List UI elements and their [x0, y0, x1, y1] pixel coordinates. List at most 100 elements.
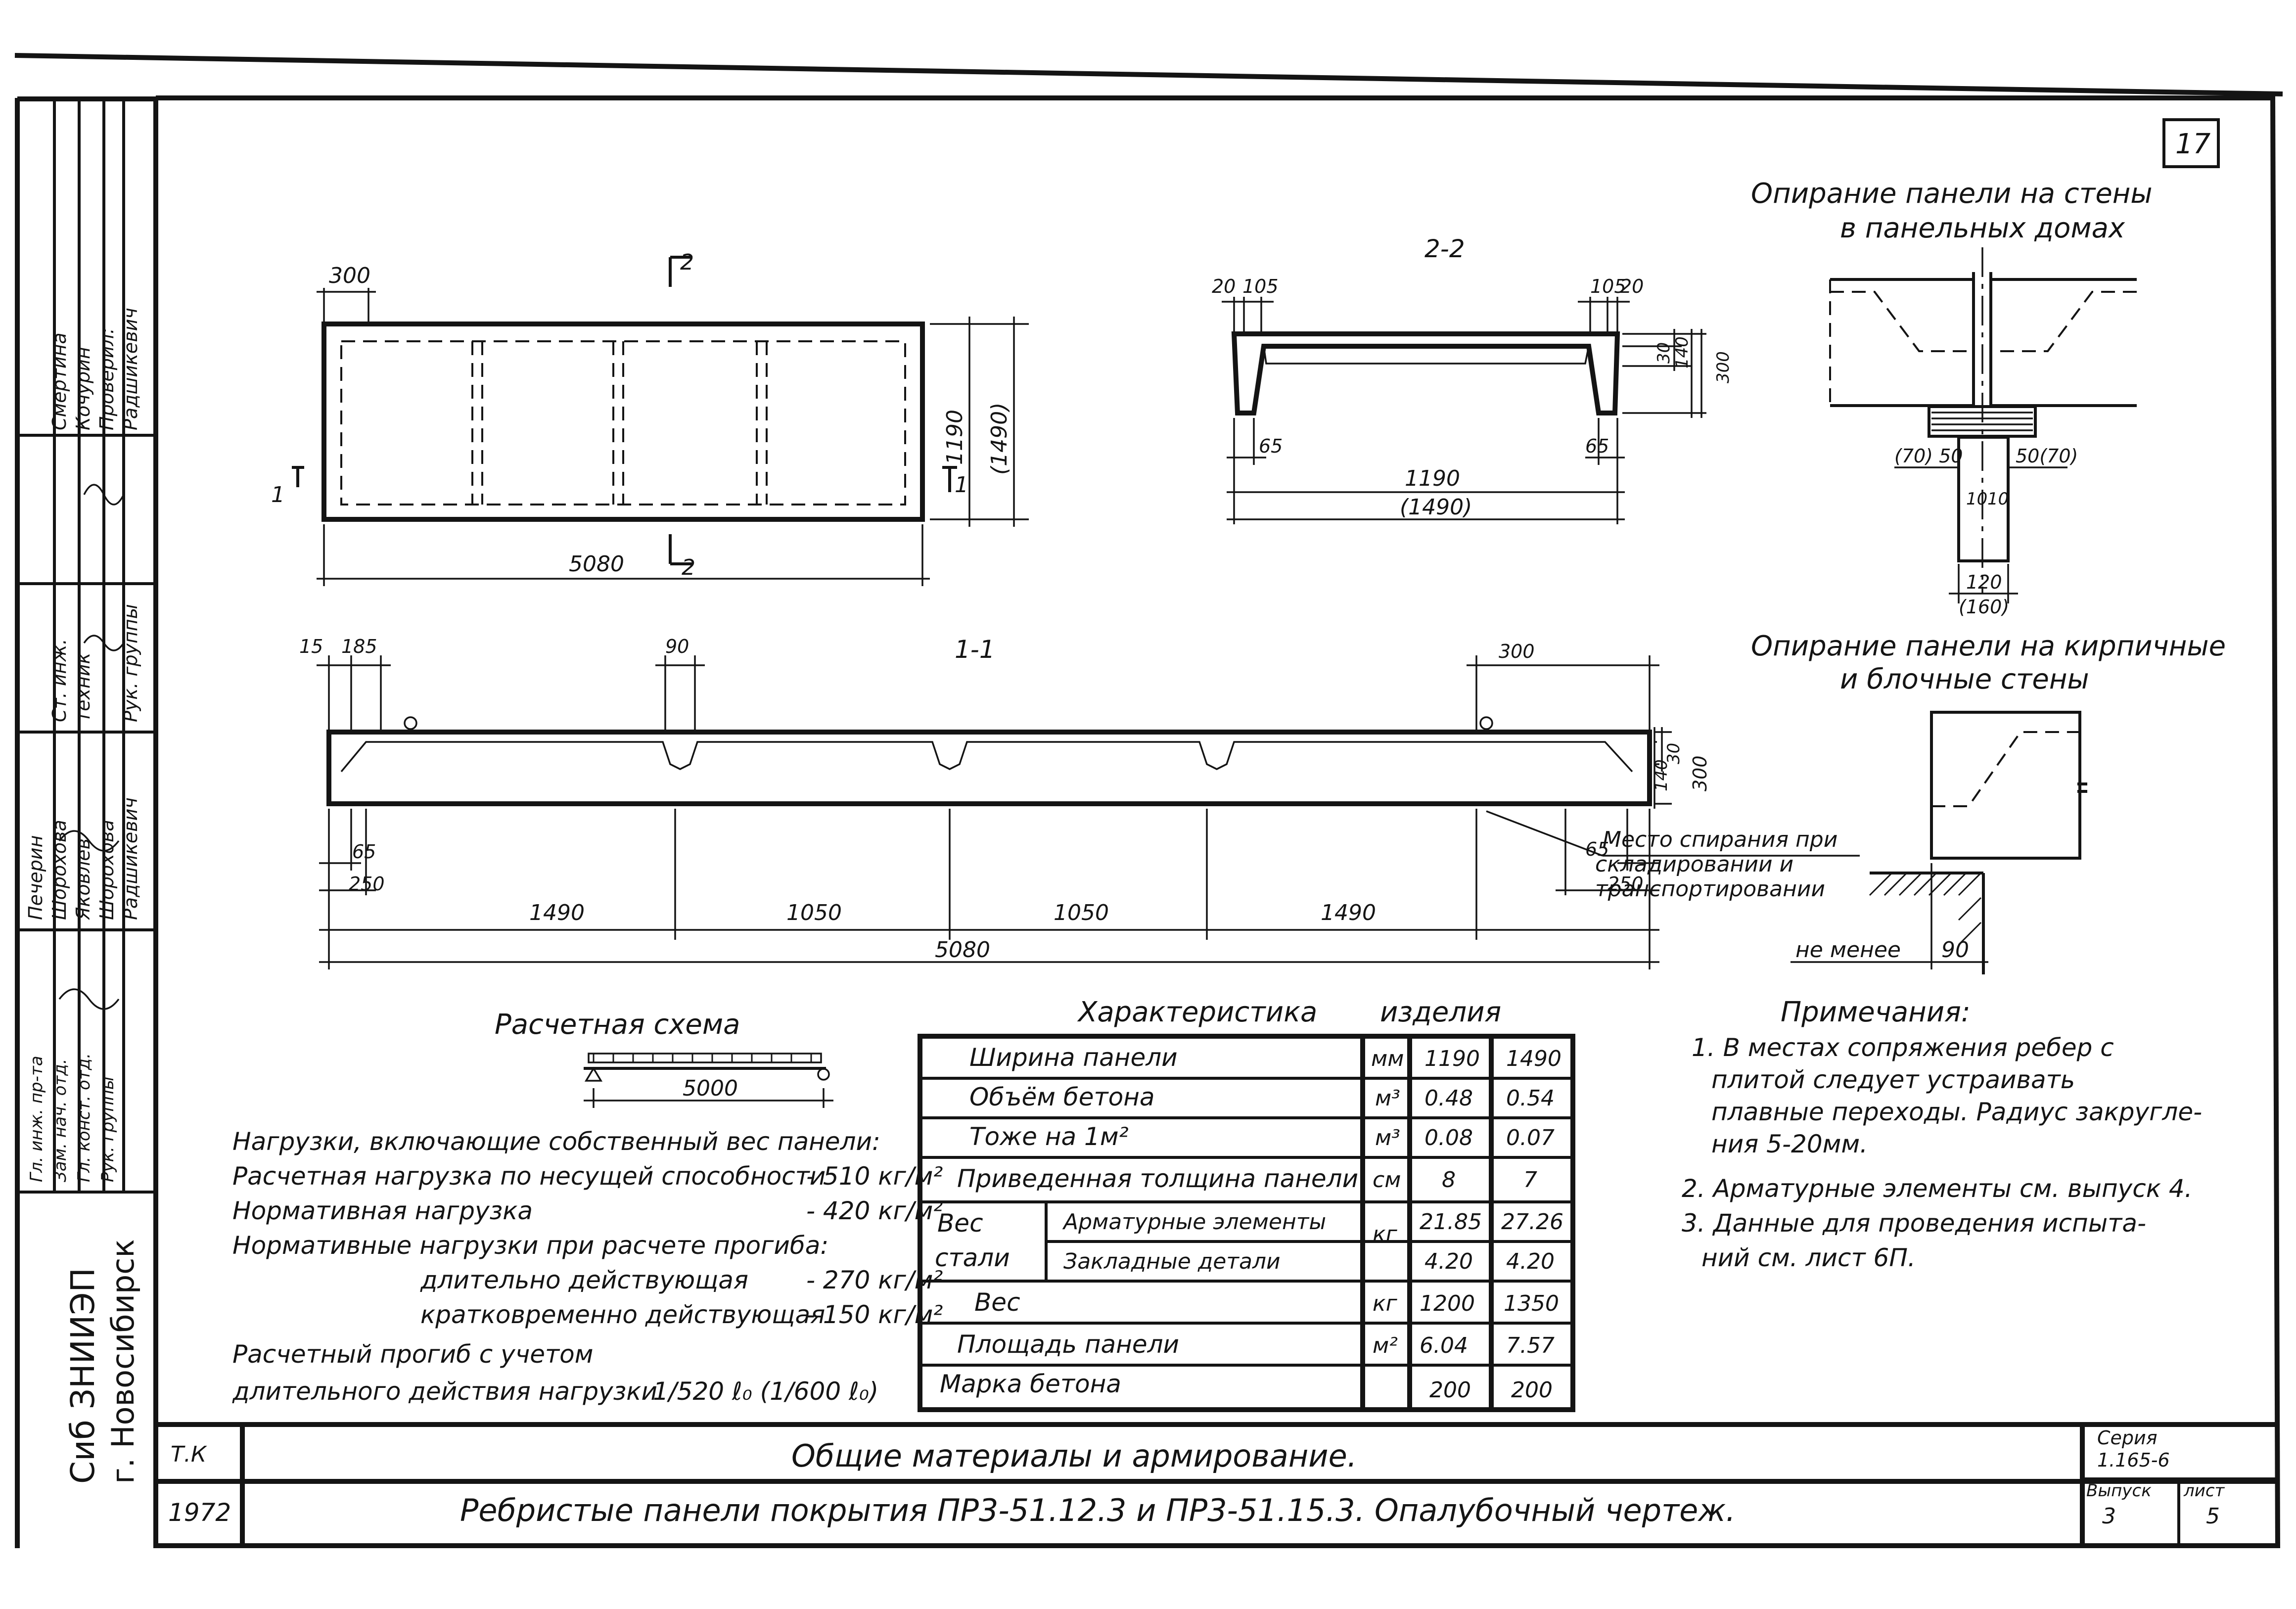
notes-line-0: 1. В местах сопряжения ребер с [1692, 1033, 2114, 1062]
calc-scheme: Расчетная схема 5000 [495, 1009, 833, 1108]
char-row-0-v1: 1190 [1424, 1046, 1480, 1071]
support-panel-title-2: в панельных домах [1840, 212, 2125, 244]
load-label-7: длительного действия нагрузки [232, 1377, 657, 1406]
sec22-dim-right-top2: 20 [1620, 276, 1644, 297]
char-row-5-v2: 4.20 [1506, 1249, 1555, 1274]
sec22-dim-right-bottom: 65 [1585, 435, 1609, 457]
sec11-dim-span-0: 1490 [529, 900, 585, 925]
stamp-name-b-1: Кочурин [72, 347, 94, 430]
load-label-1: Расчетная нагрузка по несущей способност… [232, 1162, 826, 1191]
char-row-5-v1: 4.20 [1424, 1249, 1473, 1274]
char-steel-label-1: Вес [937, 1209, 983, 1238]
stamp-role-4: Рук. группы [98, 1076, 118, 1182]
char-row-3-v1: 8 [1442, 1167, 1456, 1193]
notes-title: Примечания: [1781, 996, 1971, 1028]
sheet-label: лист [2183, 1481, 2225, 1501]
sec11-dim-left-65: 65 [352, 841, 376, 863]
support-brick-min-label: не менее [1795, 937, 1901, 963]
char-row-4-v2: 27.26 [1501, 1209, 1563, 1235]
plan-dim-width: 1190 [942, 410, 967, 465]
title-block: Т.К 1972 Общие материалы и армирование. … [156, 1422, 2275, 1546]
notes-line-2: плавные переходы. Радиус закругле- [1711, 1098, 2202, 1126]
stamp-role-1: Зам. нач. отд. [50, 1058, 70, 1182]
sheet-frame [14, 53, 2283, 1549]
char-row-3-v2: 7 [1523, 1167, 1537, 1193]
support-brick-title-1: Опирание панели на кирпичные [1751, 630, 2226, 662]
sec11-dim-right-250: 250 [1607, 873, 1644, 895]
char-row-2-unit: м³ [1375, 1125, 1400, 1150]
support-dim-width-alt: (160) [1959, 596, 2009, 618]
series-value: 1.165-6 [2097, 1449, 2170, 1471]
stamp-name-4: Радшикевич [120, 797, 141, 920]
sec11-dim-span-1: 1050 [786, 900, 842, 925]
char-steel-label-2: стали [935, 1243, 1010, 1272]
char-row-6-name: Вес [974, 1288, 1020, 1317]
char-row-7-v1: 6.04 [1420, 1333, 1468, 1358]
char-row-8-name: Марка бетона [940, 1370, 1121, 1398]
char-row-7-v2: 7.57 [1506, 1333, 1555, 1358]
stamp-role-b-0: Ст. инж. [48, 639, 70, 722]
support-brick-min-value: 90 [1941, 937, 1969, 963]
stamp-org: Сиб ЗНИИЭП [64, 1268, 102, 1484]
char-row-3-unit: см [1373, 1167, 1401, 1193]
sec22-dim-h2: 140 [1672, 336, 1692, 368]
char-row-8-v2: 200 [1511, 1378, 1553, 1403]
char-row-0-v2: 1490 [1506, 1046, 1561, 1071]
stamp-name-1: Шорохова [48, 820, 70, 920]
sec11-dim-h2: 140 [1652, 759, 1671, 791]
char-row-0-name: Ширина панели [969, 1043, 1178, 1072]
series-label: Серия [2097, 1427, 2158, 1449]
sec11-dim-span-3: 1490 [1321, 900, 1376, 925]
char-row-4-name: Арматурные элементы [1062, 1209, 1326, 1235]
sheet-value: 5 [2206, 1504, 2220, 1529]
characteristics-table: Характеристика изделия Ширина панели мм … [918, 996, 1575, 1412]
stamp-role-2: Гл. конст. отд. [74, 1053, 94, 1182]
stamp-name-0: Печерин [25, 835, 46, 920]
char-row-4-v1: 21.85 [1420, 1209, 1482, 1235]
issue-label: Выпуск [2086, 1481, 2152, 1501]
support-dim-width: 120 [1966, 571, 2002, 593]
load-label-3: Нормативные нагрузки при расчете прогиба… [232, 1231, 828, 1260]
support-dim-right: 50(70) [2016, 445, 2078, 467]
stamp-role-b-3: Рук. группы [120, 604, 141, 722]
sec11-dim-span-2: 1050 [1054, 900, 1109, 925]
calc-scheme-title: Расчетная схема [495, 1009, 740, 1041]
sec22-dim-left-bottom: 65 [1259, 435, 1283, 457]
char-row-8-v1: 200 [1429, 1378, 1471, 1403]
loads-block: Нагрузки, включающие собственный вес пан… [232, 1127, 943, 1406]
title-code: Т.К [171, 1442, 207, 1467]
char-row-3-name: Приведенная толщина панели [957, 1164, 1358, 1193]
char-row-6-v2: 1350 [1504, 1291, 1559, 1316]
stamp-name-b-0: Смертина [48, 332, 70, 430]
stamp-role-0: Гл. инж. пр-та [27, 1056, 46, 1182]
issue-value: 3 [2102, 1504, 2116, 1529]
sec22-dim-h1: 30 [1654, 342, 1674, 364]
support-dim-left: (70) 50 [1894, 445, 1963, 467]
char-row-1-unit: м³ [1375, 1086, 1400, 1111]
signature-marks [58, 484, 125, 1010]
plan-dim-length: 5080 [569, 552, 624, 577]
plan-section-2-top: 2 [680, 250, 694, 275]
notes-line-4: 2. Арматурные элементы см. выпуск 4. [1682, 1174, 2193, 1203]
char-row-4-unit: кг [1373, 1222, 1398, 1247]
char-row-5-name: Закладные детали [1063, 1249, 1281, 1274]
brick-hatch [1869, 872, 1982, 946]
char-row-2-v1: 0.08 [1424, 1125, 1473, 1150]
plan-section-1-left: 1 [271, 482, 285, 507]
support-dim-gap1: 10 [1966, 489, 1987, 509]
sec11-dim-total: 5080 [935, 937, 990, 963]
calc-scheme-span: 5000 [683, 1076, 738, 1101]
sec22-dim-right-top: 105 [1590, 276, 1626, 297]
sec11-callout-1: складировании и [1595, 852, 1793, 877]
title-line-1: Общие материалы и армирование. [791, 1438, 1357, 1474]
char-row-1-v2: 0.54 [1506, 1086, 1555, 1111]
sec11-dim-right-top: 300 [1499, 641, 1535, 662]
section-1-1-title: 1-1 [955, 635, 995, 664]
sec22-dim-width-alt: (1490) [1400, 495, 1472, 520]
plan-dim-width-alt: (1490) [987, 403, 1012, 475]
plan-dim-edge: 300 [329, 263, 370, 288]
sec11-dim-left-250: 250 [349, 873, 385, 895]
char-row-7-unit: м² [1373, 1333, 1398, 1358]
notes-line-5: 3. Данные для проведения испыта- [1682, 1209, 2146, 1238]
support-dim-gap2: 10 [1987, 489, 2009, 509]
